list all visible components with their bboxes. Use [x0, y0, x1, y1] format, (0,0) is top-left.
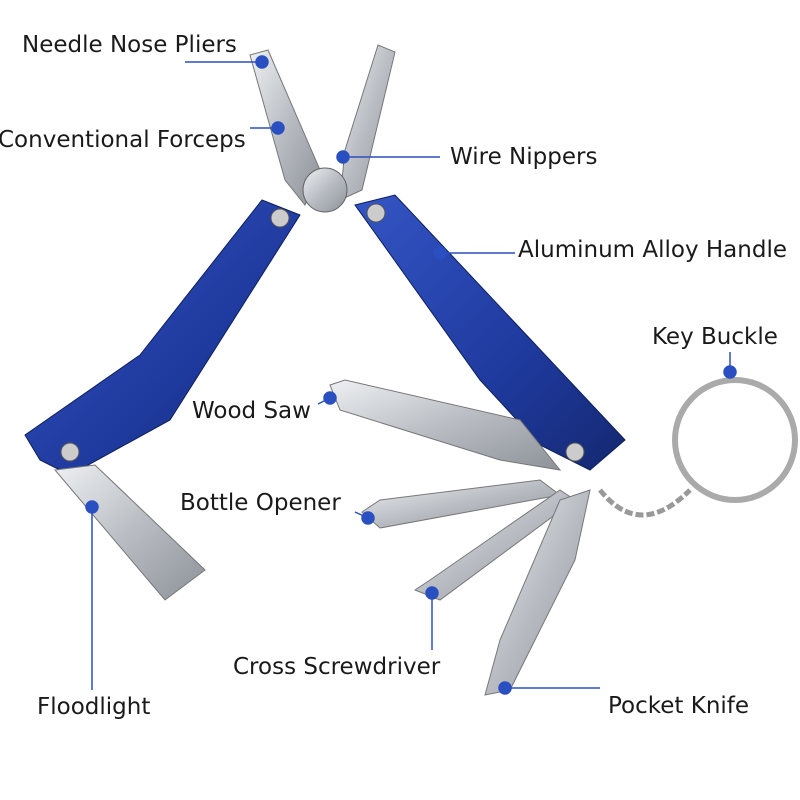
- label-pocket-knife: Pocket Knife: [608, 693, 750, 719]
- label-bottle-opener: Bottle Opener: [180, 490, 341, 516]
- label-floodlight: Floodlight: [37, 694, 151, 720]
- label-wire-nippers: Wire Nippers: [450, 144, 598, 170]
- label-cross-screwdriver: Cross Screwdriver: [233, 654, 441, 680]
- rivet: [366, 203, 386, 223]
- key-ring: [672, 377, 798, 503]
- bottle-opener-blade: [361, 479, 562, 529]
- right-handle: [354, 194, 626, 471]
- plier-pivot: [302, 167, 348, 213]
- plier-jaw-right: [339, 44, 396, 201]
- label-conventional-forceps: Conventional Forceps: [0, 127, 246, 153]
- label-aluminum-alloy-handle: Aluminum Alloy Handle: [518, 237, 787, 263]
- left-handle: [24, 199, 301, 476]
- floodlight-body: [54, 464, 206, 601]
- label-needle-nose-pliers: Needle Nose Pliers: [22, 32, 237, 58]
- callout-lines: [85, 55, 737, 695]
- label-key-buckle: Key Buckle: [652, 324, 778, 350]
- wood-saw-blade: [329, 379, 562, 471]
- rivet: [270, 208, 290, 228]
- label-wood-saw: Wood Saw: [192, 398, 311, 424]
- rivet: [565, 442, 585, 462]
- key-chain: [598, 488, 692, 518]
- rivet: [60, 442, 80, 462]
